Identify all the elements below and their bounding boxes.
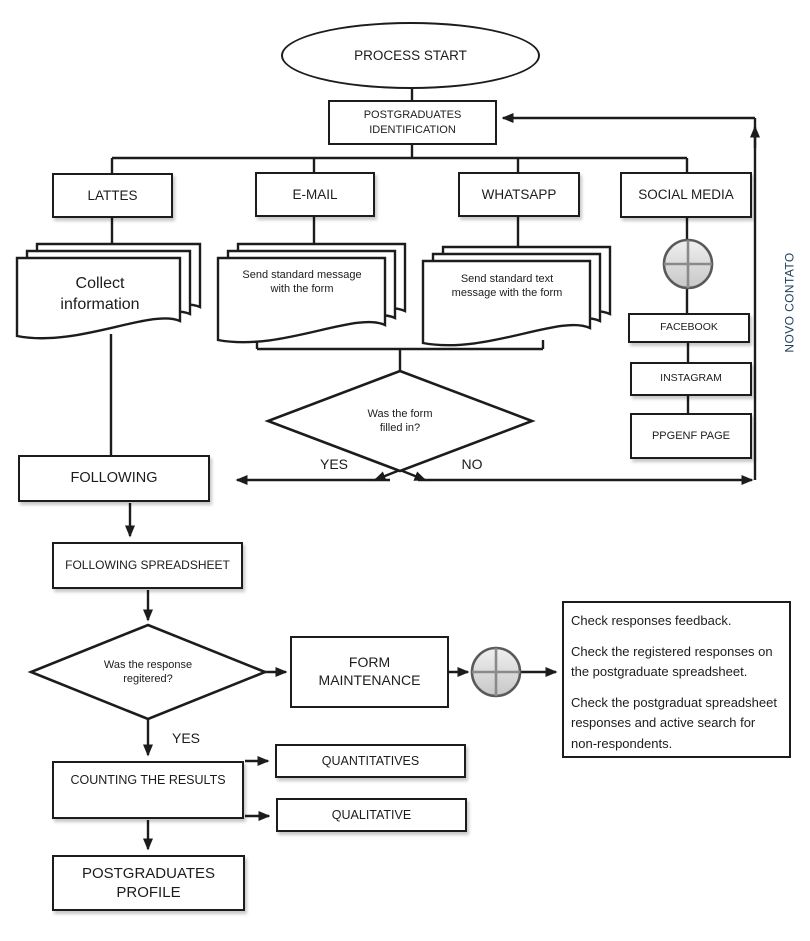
counting-results-box: COUNTING THE RESULTS xyxy=(52,761,244,819)
whatsapp-document-label: Send standard text message with the form xyxy=(451,272,563,299)
channel-email-box: E-MAIL xyxy=(255,172,375,217)
connector-lines xyxy=(109,89,760,851)
following-spreadsheet-box: FOLLOWING SPREADSHEET xyxy=(52,542,243,589)
form-maintenance-box: FORM MAINTENANCE xyxy=(290,636,449,708)
document-stacks xyxy=(15,242,612,347)
qualitative-box: QUALITATIVE xyxy=(276,798,467,832)
instagram-box: INSTAGRAM xyxy=(630,362,752,396)
process-start-terminator: PROCESS START xyxy=(281,22,540,89)
channel-lattes-box: LATTES xyxy=(52,173,173,218)
email-message-documents xyxy=(216,242,407,344)
maintenance-note-2: Check the registered responses on the po… xyxy=(571,643,773,680)
following-box: FOLLOWING xyxy=(18,455,210,502)
decision-form-filled-diamond xyxy=(264,369,536,473)
maintenance-notes-box: Check responses feedback. Check the regi… xyxy=(562,601,791,758)
social-media-junction-icon xyxy=(662,238,714,290)
maintenance-note-1: Check responses feedback. xyxy=(571,613,732,628)
channel-whatsapp-box: WHATSAPP xyxy=(458,172,580,217)
decision-form-no-label: NO xyxy=(461,455,483,472)
email-document-label: Send standard message with the form xyxy=(242,268,362,295)
facebook-box: FACEBOOK xyxy=(628,313,750,343)
collect-information-documents xyxy=(15,242,202,340)
maintenance-note-3: Check the postgraduat spreadsheet respon… xyxy=(571,694,777,751)
quantitatives-box: QUANTITATIVES xyxy=(275,744,466,778)
decision-response-yes-label: YES xyxy=(171,729,200,746)
whatsapp-message-documents xyxy=(421,245,612,347)
novo-contato-label: NOVO CONTATO xyxy=(782,252,796,353)
channel-social-media-box: SOCIAL MEDIA xyxy=(620,172,752,218)
form-maintenance-junction-icon xyxy=(470,646,522,698)
decision-form-filled-label: Was the form filled in? xyxy=(367,407,433,434)
decision-response-registered-diamond xyxy=(27,623,269,721)
postgraduates-profile-box: POSTGRADUATES PROFILE xyxy=(52,855,245,911)
decision-form-yes-label: YES xyxy=(319,455,348,472)
ppgenf-page-box: PPGENF PAGE xyxy=(630,413,752,459)
postgraduates-identification-box: POSTGRADUATES IDENTIFICATION xyxy=(328,100,497,145)
decision-response-registered-label: Was the response regitered? xyxy=(103,658,193,685)
collect-information-label: Collect information xyxy=(60,275,140,313)
